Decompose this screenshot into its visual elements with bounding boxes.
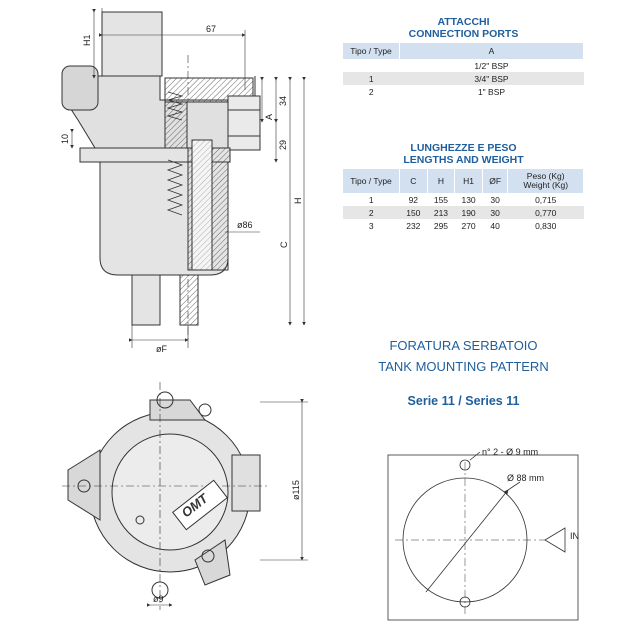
weight-label-en: Weight (Kg): [523, 180, 569, 190]
ports-section: ATTACCHI CONNECTION PORTS Tipo / Type A …: [343, 16, 584, 98]
dim-f: øF: [156, 344, 167, 354]
lengths-header-h: H: [427, 169, 456, 193]
mounting-hole-top: [459, 459, 471, 471]
circle-label: Ø 88 mm: [507, 473, 544, 483]
dim-115: ø115: [291, 480, 301, 500]
logo-text: OMT: [179, 490, 212, 520]
table-row: 1/2" BSP: [474, 60, 509, 71]
lengths-title-en: LENGTHS AND WEIGHT: [403, 154, 524, 166]
side-view: [61, 11, 261, 340]
lengths-header-c: C: [399, 169, 428, 193]
top-view: [62, 382, 270, 610]
spring: [166, 91, 184, 216]
dim-h: H: [293, 198, 303, 205]
outlet-port: [227, 95, 261, 151]
dim-34: 34: [278, 96, 288, 106]
top-view-ears: [149, 399, 206, 421]
mounting-outline: [387, 454, 579, 621]
series-label: Serie 11 / Series 11: [407, 394, 520, 408]
ports-header-a: A: [399, 43, 584, 59]
dim-9: ø9: [153, 594, 164, 604]
bottom-pipe: [131, 274, 161, 326]
lengths-header-weight: Peso (Kg) Weight (Kg): [507, 169, 584, 193]
in-label: IN: [570, 531, 579, 541]
dim-h1: H1: [82, 34, 92, 46]
lengths-table: Tipo / Type C H H1 ØF Peso (Kg) Weight (…: [343, 169, 584, 232]
mounting-hole-bottom: [459, 596, 471, 608]
dim-86: ø86: [237, 220, 253, 230]
lengths-header-f: ØF: [482, 169, 509, 193]
mounting-titles: FORATURA SERBATOIO TANK MOUNTING PATTERN…: [343, 338, 584, 408]
dim-c: C: [279, 241, 289, 248]
mounting-pattern: [387, 451, 579, 621]
lengths-title-it: LUNGHEZZE E PESO: [410, 142, 517, 154]
dim-67: 67: [206, 24, 216, 34]
mounting-title-it: FORATURA SERBATOIO: [389, 338, 538, 353]
ports-title-it: ATTACCHI: [437, 16, 490, 28]
dim-29: 29: [278, 140, 288, 150]
dim-10: 10: [60, 134, 70, 144]
side-dimensions: [70, 8, 306, 348]
lengths-header-h1: H1: [454, 169, 483, 193]
top-tube: [101, 11, 163, 77]
top-dimensions: [147, 399, 308, 607]
dim-a: A: [264, 114, 274, 120]
mounting-title-en: TANK MOUNTING PATTERN: [378, 359, 549, 374]
lengths-header-type: Tipo / Type: [343, 169, 400, 193]
holes-label: n° 2 - Ø 9 mm: [482, 447, 538, 457]
in-arrow: [544, 527, 566, 553]
omt-logo: [172, 479, 228, 531]
weight-label-it: Peso (Kg): [526, 171, 565, 181]
top-view-port: [231, 454, 261, 512]
ports-header-type: Tipo / Type: [343, 43, 400, 59]
ports-title-en: CONNECTION PORTS: [408, 28, 519, 40]
lengths-section: LUNGHEZZE E PESO LENGTHS AND WEIGHT Tipo…: [343, 142, 584, 232]
